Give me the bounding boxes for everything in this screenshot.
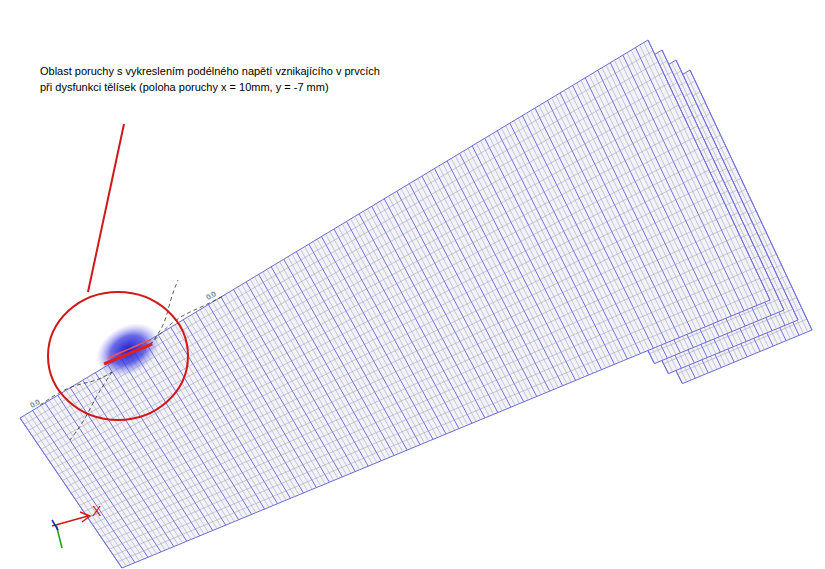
mesh-line — [84, 203, 725, 512]
mesh-line — [29, 62, 659, 431]
defect-rod — [108, 340, 150, 358]
mesh-line — [50, 116, 684, 462]
mesh-layer — [20, 40, 770, 568]
mesh-line — [75, 181, 714, 499]
stress-blob — [87, 312, 170, 388]
callout-circle — [48, 292, 188, 420]
mesh-line — [88, 213, 729, 518]
mesh-line — [109, 268, 755, 550]
mesh-line — [54, 127, 689, 468]
mesh-line — [105, 257, 750, 543]
callout-note: Oblast poruchy s vykreslením podélného n… — [40, 64, 380, 96]
contour-line — [150, 295, 225, 345]
mesh-line — [92, 224, 734, 524]
axis-label: X — [92, 504, 101, 518]
mesh-line — [33, 73, 664, 437]
mesh-line — [101, 246, 745, 537]
contour-value: 0.0 — [205, 290, 217, 301]
mesh-line — [46, 105, 679, 456]
mesh-line — [118, 289, 765, 562]
contour-line — [70, 372, 112, 440]
mesh-line — [71, 170, 709, 493]
z-axis — [52, 520, 58, 530]
mesh-line — [24, 51, 653, 424]
leader-line — [88, 124, 124, 292]
defect-rod — [104, 344, 152, 364]
x-axis-head — [80, 512, 90, 522]
mesh-line — [67, 159, 704, 487]
mesh-line — [58, 138, 694, 475]
mesh-line — [97, 235, 740, 531]
mesh-line — [41, 94, 673, 449]
mesh-line — [114, 278, 760, 555]
contour-line — [150, 280, 178, 345]
